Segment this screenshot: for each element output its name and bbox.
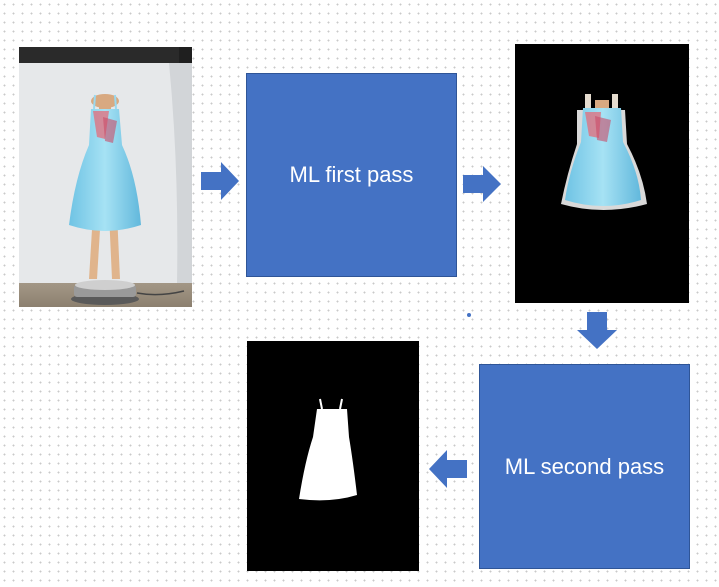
ml-second-pass-label: ML second pass: [504, 453, 665, 479]
ml-second-pass-box: ML second pass: [479, 364, 690, 569]
arrow-down-icon: [577, 312, 617, 349]
first-pass-output: [515, 44, 689, 303]
ml-first-pass-label: ML first pass: [289, 162, 414, 187]
arrow-left-icon: [429, 450, 467, 488]
arrow-right-icon: [463, 166, 501, 202]
arrow-right-icon: [201, 162, 239, 200]
ml-first-pass-box: ML first pass: [246, 73, 457, 277]
input-photo: [19, 47, 192, 307]
dress-cutout-image: [561, 94, 647, 210]
marker-dot: [467, 313, 471, 317]
mannequin-photo-image: [19, 47, 192, 307]
final-mask: [247, 341, 419, 571]
white-dress-silhouette-image: [299, 398, 357, 501]
